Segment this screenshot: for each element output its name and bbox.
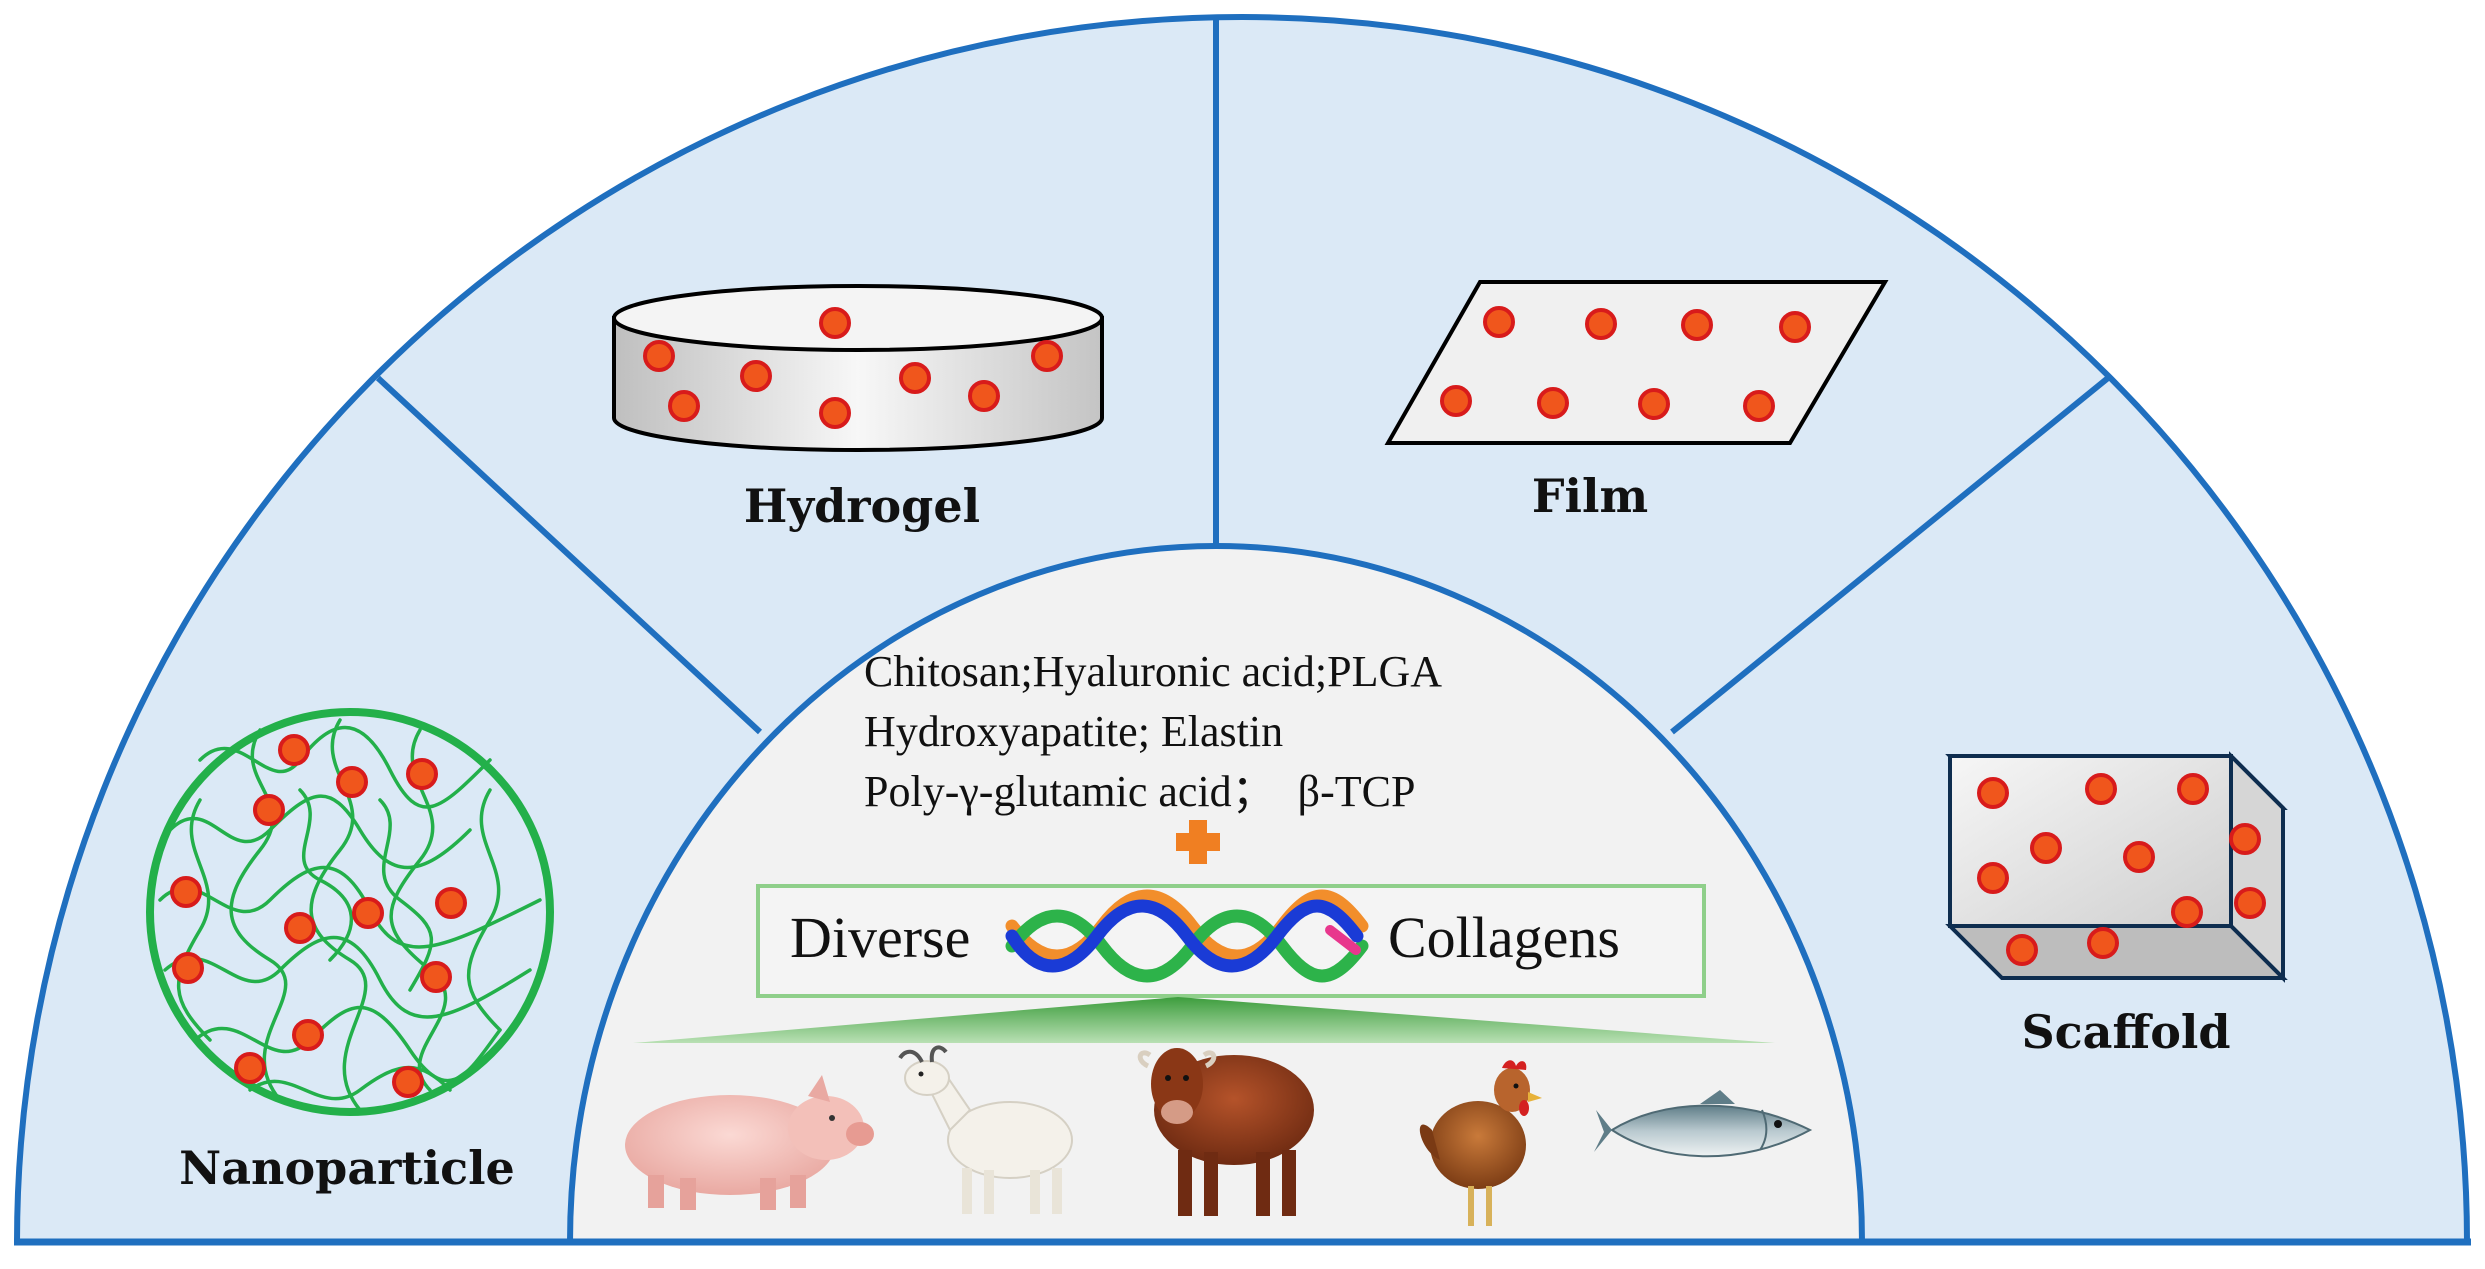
particle-dot — [819, 307, 851, 339]
goat-icon — [898, 1045, 1073, 1214]
particle-dot — [406, 758, 438, 790]
particle-dot — [1977, 777, 2009, 809]
particle-dot — [2087, 927, 2119, 959]
particle-dot — [284, 912, 316, 944]
collagen-triple-helix-icon — [1005, 889, 1369, 983]
chicken-icon — [1419, 1060, 1542, 1226]
particle-dot — [336, 766, 368, 798]
particle-dot — [2085, 773, 2117, 805]
scaffold-label: Scaffold — [2021, 1005, 2230, 1059]
film-label: Film — [1532, 469, 1648, 523]
particle-dot — [170, 876, 202, 908]
particle-dot — [2234, 887, 2266, 919]
particle-dot — [643, 340, 675, 372]
hydrogel-label: Hydrogel — [744, 479, 980, 533]
collagen-left-word: Diverse — [790, 905, 970, 970]
materials-line-3: Poly-γ-glutamic acid； β-TCP — [864, 767, 1415, 816]
scaffold-particles — [1977, 773, 2266, 966]
fish-icon — [1594, 1090, 1813, 1158]
particle-dot — [278, 734, 310, 766]
particle-dot — [1585, 308, 1617, 340]
particle-dot — [2123, 841, 2155, 873]
hydrogel-dish-icon — [612, 284, 1104, 452]
particle-dot — [1031, 340, 1063, 372]
particle-dot — [253, 794, 285, 826]
particle-dot — [740, 360, 772, 392]
collagen-box — [756, 884, 1706, 998]
collagen-right-word: Collagens — [1388, 905, 1620, 970]
particle-dot — [172, 952, 204, 984]
particle-dot — [2171, 896, 2203, 928]
nanoparticle-label: Nanoparticle — [179, 1141, 515, 1195]
materials-line-1: Chitosan;Hyaluronic acid;PLGA — [864, 647, 1442, 696]
particle-dot — [1743, 390, 1775, 422]
cow-icon — [1137, 1048, 1314, 1216]
particle-dot — [420, 961, 452, 993]
particle-dot — [2177, 773, 2209, 805]
materials-line-2: Hydroxyapatite; Elastin — [864, 707, 1283, 756]
particle-dot — [1681, 309, 1713, 341]
materials-list: Chitosan;Hyaluronic acid;PLGA Hydroxyapa… — [864, 647, 1442, 816]
particle-dot — [968, 380, 1000, 412]
particle-dot — [292, 1019, 324, 1051]
particle-dot — [435, 887, 467, 919]
particle-dot — [1977, 862, 2009, 894]
nanoparticle-network-icon — [146, 708, 554, 1116]
pig-icon — [625, 1075, 874, 1210]
nanoparticle-particles — [170, 734, 467, 1098]
particle-dot — [2006, 934, 2038, 966]
particle-dot — [819, 397, 851, 429]
film-particles — [1440, 306, 1811, 422]
particle-dot — [352, 897, 384, 929]
source-triangle — [633, 997, 1775, 1043]
particle-dot — [1638, 388, 1670, 420]
hydrogel-particles — [643, 307, 1063, 429]
particle-dot — [1779, 311, 1811, 343]
particle-dot — [392, 1066, 424, 1098]
particle-dot — [2229, 823, 2261, 855]
plus-icon — [1176, 820, 1220, 864]
sector-dividers — [375, 20, 2110, 735]
particle-dot — [1537, 387, 1569, 419]
particle-dot — [1483, 306, 1515, 338]
particle-dot — [2030, 832, 2062, 864]
particle-dot — [234, 1052, 266, 1084]
particle-dot — [1440, 385, 1472, 417]
particle-dot — [899, 362, 931, 394]
particle-dot — [668, 390, 700, 422]
